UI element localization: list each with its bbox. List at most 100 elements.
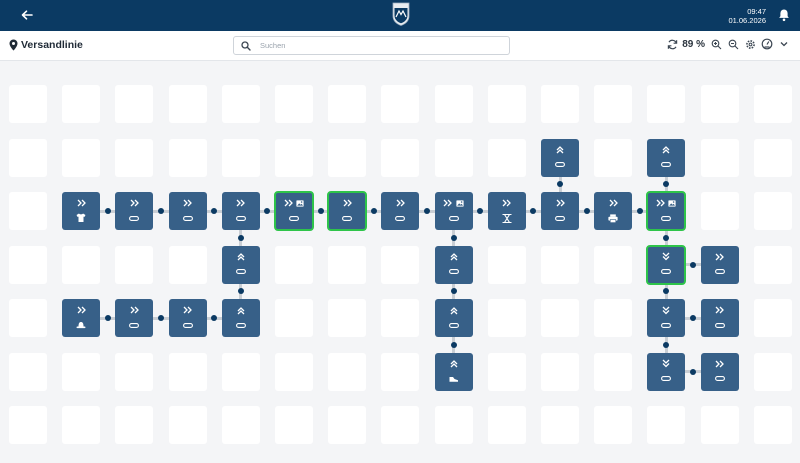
grid-slot[interactable] — [753, 352, 792, 391]
grid-slot[interactable] — [62, 85, 101, 123]
grid-slot[interactable] — [168, 85, 207, 123]
conveyor-tile[interactable] — [541, 138, 579, 177]
grid-slot[interactable] — [753, 192, 792, 230]
grid-slot[interactable] — [594, 352, 633, 391]
grid-slot[interactable] — [221, 406, 260, 444]
conveyor-tile[interactable] — [647, 138, 686, 177]
conveyor-tile[interactable] — [434, 245, 473, 284]
conveyor-tile[interactable] — [168, 299, 207, 337]
conveyor-tile[interactable] — [700, 245, 739, 284]
conveyor-tile[interactable] — [541, 192, 579, 230]
grid-slot[interactable] — [115, 352, 154, 391]
refresh-button[interactable] — [666, 38, 678, 50]
grid-slot[interactable] — [168, 352, 207, 391]
grid-slot[interactable] — [753, 299, 792, 337]
grid-slot[interactable] — [594, 299, 633, 337]
conveyor-tile[interactable] — [647, 299, 686, 337]
grid-slot[interactable] — [168, 406, 207, 444]
grid-slot[interactable] — [541, 85, 579, 123]
conveyor-tile[interactable] — [327, 191, 368, 231]
grid-slot[interactable] — [594, 85, 633, 123]
conveyor-tile[interactable] — [168, 192, 207, 230]
grid-slot[interactable] — [9, 138, 47, 177]
grid-slot[interactable] — [168, 245, 207, 284]
grid-slot[interactable] — [487, 245, 526, 284]
conveyor-tile[interactable] — [274, 191, 314, 231]
conveyor-tile[interactable] — [221, 192, 260, 230]
grid-slot[interactable] — [62, 138, 101, 177]
conveyor-tile[interactable] — [700, 352, 739, 391]
grid-slot[interactable] — [700, 138, 739, 177]
grid-slot[interactable] — [434, 85, 473, 123]
grid-slot[interactable] — [381, 299, 420, 337]
conveyor-tile[interactable] — [646, 244, 687, 285]
grid-slot[interactable] — [62, 352, 101, 391]
conveyor-tile[interactable] — [487, 192, 526, 230]
grid-slot[interactable] — [753, 138, 792, 177]
grid-slot[interactable] — [221, 138, 260, 177]
grid-slot[interactable] — [221, 85, 260, 123]
grid-slot[interactable] — [9, 85, 47, 123]
grid-slot[interactable] — [594, 406, 633, 444]
grid-slot[interactable] — [381, 138, 420, 177]
grid-slot[interactable] — [275, 138, 313, 177]
grid-slot[interactable] — [275, 85, 313, 123]
expand-menu-button[interactable] — [778, 38, 790, 50]
grid-slot[interactable] — [328, 299, 367, 337]
grid-slot[interactable] — [434, 138, 473, 177]
grid-slot[interactable] — [115, 245, 154, 284]
grid-slot[interactable] — [9, 352, 47, 391]
conveyor-tile[interactable] — [221, 245, 260, 284]
back-button[interactable] — [16, 6, 38, 24]
grid-slot[interactable] — [487, 138, 526, 177]
conveyor-tile[interactable] — [647, 352, 686, 391]
grid-slot[interactable] — [647, 85, 686, 123]
grid-slot[interactable] — [487, 352, 526, 391]
grid-slot[interactable] — [594, 138, 633, 177]
conveyor-tile[interactable] — [62, 192, 101, 230]
conveyor-tile[interactable] — [700, 299, 739, 337]
settings-button[interactable] — [744, 38, 756, 50]
grid-slot[interactable] — [541, 299, 579, 337]
conveyor-tile[interactable] — [221, 299, 260, 337]
conveyor-tile[interactable] — [594, 192, 633, 230]
grid-slot[interactable] — [487, 406, 526, 444]
grid-slot[interactable] — [9, 192, 47, 230]
grid-slot[interactable] — [381, 352, 420, 391]
grid-slot[interactable] — [275, 245, 313, 284]
conveyor-tile[interactable] — [115, 192, 154, 230]
grid-slot[interactable] — [9, 245, 47, 284]
grid-slot[interactable] — [753, 406, 792, 444]
grid-slot[interactable] — [275, 352, 313, 391]
notifications-button[interactable] — [777, 8, 791, 22]
grid-slot[interactable] — [647, 406, 686, 444]
conveyor-tile[interactable] — [381, 192, 420, 230]
grid-slot[interactable] — [753, 85, 792, 123]
grid-slot[interactable] — [275, 406, 313, 444]
search-input[interactable] — [260, 41, 500, 50]
grid-slot[interactable] — [328, 406, 367, 444]
grid-slot[interactable] — [62, 245, 101, 284]
grid-slot[interactable] — [434, 406, 473, 444]
conveyor-tile[interactable] — [434, 352, 473, 391]
conveyor-tile[interactable] — [434, 299, 473, 337]
grid-slot[interactable] — [221, 352, 260, 391]
grid-slot[interactable] — [541, 406, 579, 444]
grid-slot[interactable] — [62, 406, 101, 444]
zoom-out-button[interactable] — [727, 38, 739, 50]
grid-slot[interactable] — [115, 138, 154, 177]
grid-slot[interactable] — [487, 299, 526, 337]
grid-slot[interactable] — [115, 85, 154, 123]
grid-slot[interactable] — [328, 245, 367, 284]
layout-canvas[interactable] — [0, 61, 800, 463]
grid-slot[interactable] — [700, 406, 739, 444]
grid-slot[interactable] — [381, 245, 420, 284]
dashboard-button[interactable] — [761, 38, 773, 50]
conveyor-tile[interactable] — [646, 191, 687, 231]
conveyor-tile[interactable] — [62, 299, 101, 337]
grid-slot[interactable] — [328, 138, 367, 177]
conveyor-tile[interactable] — [115, 299, 154, 337]
grid-slot[interactable] — [168, 138, 207, 177]
grid-slot[interactable] — [753, 245, 792, 284]
grid-slot[interactable] — [115, 406, 154, 444]
